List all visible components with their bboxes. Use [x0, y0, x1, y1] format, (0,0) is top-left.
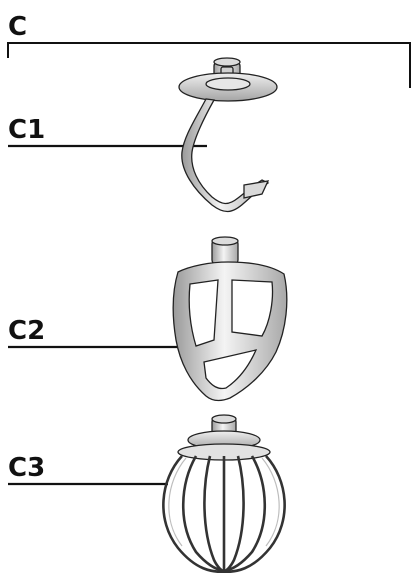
dough-hook-illustration — [178, 57, 278, 213]
group-label-c: C — [8, 12, 28, 42]
label-c2: C2 — [8, 316, 46, 346]
whisk-illustration — [162, 414, 286, 573]
flat-beater-illustration — [172, 236, 288, 402]
label-c1: C1 — [8, 115, 46, 145]
label-c3: C3 — [8, 453, 46, 483]
group-bracket — [7, 42, 411, 88]
leader-lines — [8, 144, 207, 486]
